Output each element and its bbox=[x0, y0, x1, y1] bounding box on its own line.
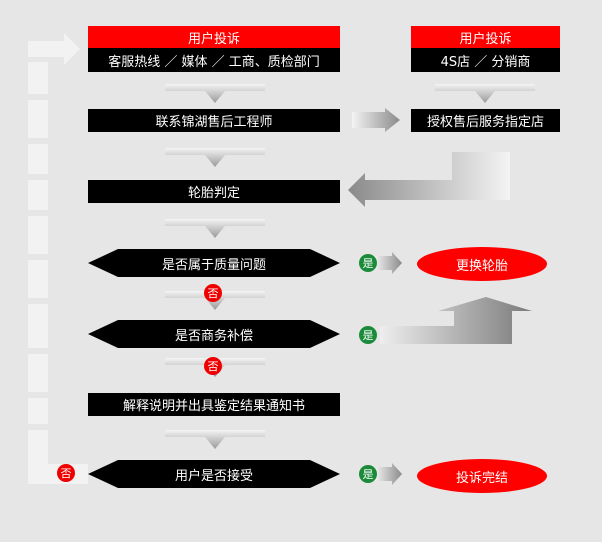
decision-compensation-label: 是否商务补偿 bbox=[174, 328, 253, 344]
feedback-loop-arrow bbox=[28, 33, 88, 484]
no-badge-quality: 否 bbox=[204, 284, 222, 302]
authorized-store-box: 授权售后服务指定店 bbox=[411, 109, 560, 132]
complaint-channels-box: 客服热线 ／ 媒体 ／ 工商、质检部门 bbox=[88, 48, 340, 72]
down-arrows bbox=[165, 84, 535, 449]
no-badge-compensation: 否 bbox=[204, 357, 222, 375]
yes-badge-accept: 是 bbox=[359, 465, 377, 483]
dealer-box: 4S店 ／ 分销商 bbox=[411, 48, 560, 72]
down-arrow-1 bbox=[165, 84, 265, 103]
decision-quality-label: 是否属于质量问题 bbox=[161, 257, 266, 273]
yes-badge-compensation: 是 bbox=[359, 326, 377, 344]
return-arrow-to-judgment bbox=[348, 152, 510, 207]
yes-badge-quality: 是 bbox=[359, 254, 377, 272]
decision-accept-label: 用户是否接受 bbox=[174, 468, 253, 484]
no-badge-accept: 否 bbox=[57, 464, 75, 482]
decision-accept-shape bbox=[88, 460, 340, 488]
user-complaint-header-left: 用户投诉 bbox=[88, 26, 340, 48]
right-arrow-to-store bbox=[352, 108, 400, 132]
down-arrow-2 bbox=[165, 148, 265, 167]
decision-quality-shape bbox=[88, 249, 340, 277]
down-arrow-6 bbox=[165, 430, 265, 449]
tire-judgment-box: 轮胎判定 bbox=[88, 180, 340, 203]
down-arrow-right-1 bbox=[435, 84, 535, 103]
replace-tire-ellipse: 更换轮胎 bbox=[417, 247, 547, 281]
complaint-closed-ellipse: 投诉完结 bbox=[417, 459, 547, 493]
compensation-up-arrow bbox=[380, 297, 532, 344]
yes-arrow-closed bbox=[374, 463, 402, 485]
user-complaint-header-right: 用户投诉 bbox=[411, 26, 560, 48]
explain-report-box: 解释说明并出具鉴定结果通知书 bbox=[88, 393, 340, 416]
yes-arrow-replace bbox=[374, 252, 402, 274]
decision-compensation-shape bbox=[88, 320, 340, 348]
down-arrow-3 bbox=[165, 219, 265, 238]
contact-engineer-box: 联系锦湖售后工程师 bbox=[88, 109, 340, 132]
